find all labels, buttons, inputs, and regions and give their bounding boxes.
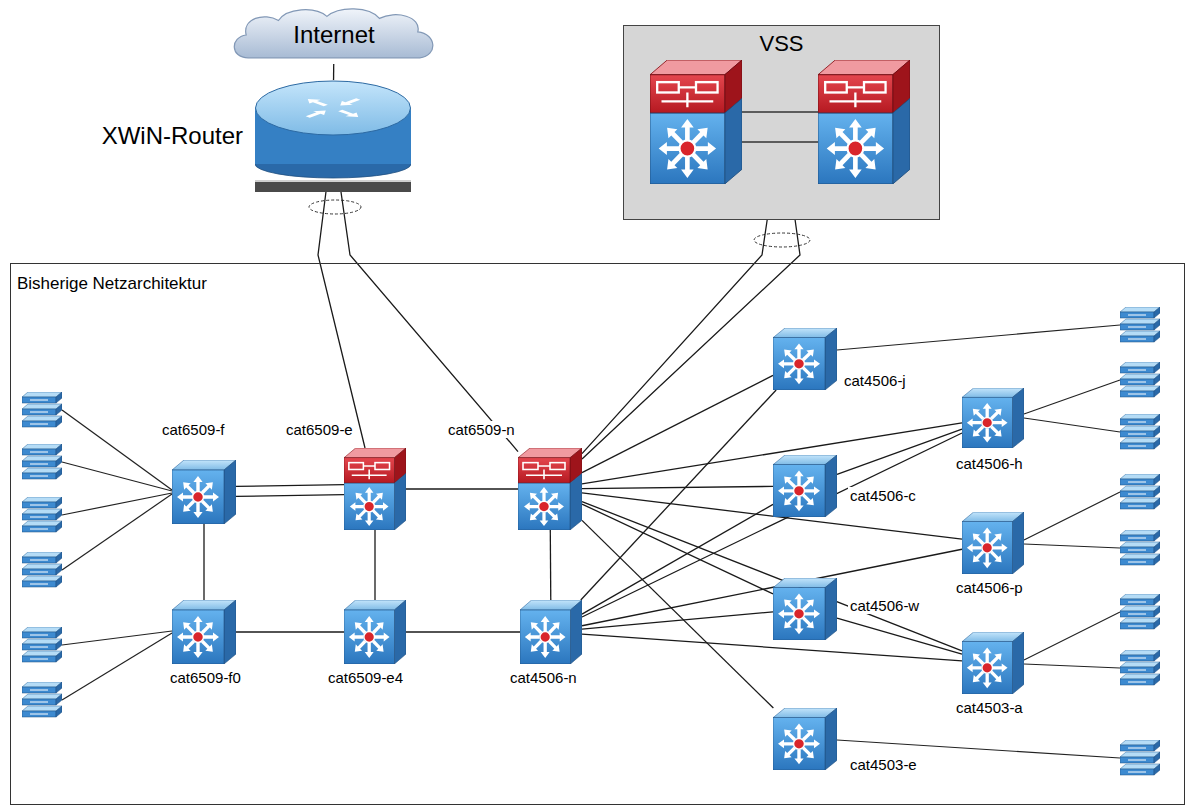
switch-icon: [962, 388, 1024, 448]
switch-icon: [962, 632, 1024, 694]
switch-node: cat6509-f0: [172, 600, 236, 664]
link-line: [550, 530, 552, 600]
icon-graphic: [773, 455, 837, 517]
link-line: [837, 618, 962, 654]
switch-label: cat6509-e4: [326, 669, 405, 686]
switch-icon: [520, 600, 582, 664]
link-line: [236, 485, 344, 487]
switch-node: cat4506-n: [520, 600, 582, 664]
link-line: [582, 433, 962, 617]
switch-icon: [344, 600, 406, 664]
switch-label: cat6509-n: [446, 421, 517, 438]
switch-node: cat4506-c: [773, 455, 837, 517]
switch-icon: [518, 448, 582, 530]
switch-node: cat6509-n: [518, 448, 582, 530]
cloud-node: Internet: [228, 6, 440, 64]
vss-link: [742, 111, 818, 112]
switch-node: cat4506-h: [962, 388, 1024, 448]
switch-label: cat4506-j: [842, 372, 908, 389]
vss-switch: [818, 60, 910, 184]
switch-icon: [172, 460, 236, 524]
switch-label: cat4503-a: [954, 699, 1025, 716]
access-switches: [22, 307, 1160, 775]
icon-graphic: [773, 708, 837, 770]
switch-node: cat6509-f: [172, 460, 236, 524]
switch-icon: [773, 578, 837, 640]
icon-graphic: [255, 81, 411, 192]
icon-graphic: [962, 512, 1024, 574]
icon-graphic: [518, 448, 582, 530]
link-line: [341, 192, 518, 452]
link-line: [582, 549, 962, 626]
switch-label: cat6509-e: [284, 421, 355, 438]
vss-panel-fill: [623, 25, 940, 220]
icon-graphic: [172, 460, 236, 524]
port-channel-ring: [754, 233, 810, 247]
vss-link: [742, 141, 818, 142]
link-line: [236, 631, 344, 632]
link-line: [406, 631, 520, 632]
icon-graphic: [773, 328, 837, 390]
link-line: [582, 220, 800, 459]
switch-label: cat4506-w: [848, 597, 921, 614]
switch-node: cat6509-e: [344, 448, 406, 530]
link-line: [582, 220, 767, 454]
switch-label: cat4506-n: [508, 669, 579, 686]
switch-node: cat4506-w: [773, 578, 837, 640]
icon-graphic: [344, 600, 406, 664]
port-channel-ring: [309, 200, 361, 214]
link-line: [406, 488, 518, 489]
switch-node: cat4506-p: [962, 512, 1024, 574]
switch-node: cat6509-e4: [344, 600, 406, 664]
switch-node: cat4506-j: [773, 328, 837, 390]
link-line: [582, 423, 962, 484]
link-line: [582, 486, 773, 488]
switch-label: cat6509-f: [160, 421, 227, 438]
switch-label: cat4506-p: [954, 579, 1025, 596]
switch-label: cat6509-f0: [168, 669, 243, 686]
icon-graphic: [344, 448, 406, 530]
link-line: [837, 429, 962, 474]
icon-graphic: [962, 388, 1024, 448]
panel-title: VSS: [759, 31, 803, 56]
switch-icon: [962, 512, 1024, 574]
router-label: XWiN-Router: [100, 122, 245, 150]
switch-label: cat4506-h: [954, 455, 1025, 472]
link-line: [333, 64, 334, 80]
link-line: [581, 390, 776, 600]
icon-graphic: [773, 578, 837, 640]
link-line: [203, 524, 204, 600]
switch-icon: [172, 600, 236, 664]
switch-label: cat4503-e: [848, 756, 919, 773]
vss-panel: VSS: [623, 25, 940, 220]
access-wires: [62, 325, 1120, 758]
switch-icon: [773, 328, 837, 390]
switch-node: cat4503-a: [962, 632, 1024, 694]
switch-icon: [773, 455, 837, 517]
icon-graphic: [962, 632, 1024, 694]
router-node: XWiN-Router: [255, 80, 411, 192]
cloud-label: Internet: [293, 21, 374, 49]
link-line: [582, 504, 773, 614]
area-title: Bisherige Netzarchitektur: [17, 274, 1178, 294]
icon-graphic: [234, 9, 433, 58]
network-area: Bisherige Netzarchitektur cat4506-j cat650…: [10, 263, 1185, 805]
vss-switch: [650, 60, 742, 184]
switch-node: cat4503-e: [773, 708, 837, 770]
link-line: [318, 192, 365, 448]
switch-icon: [344, 448, 406, 530]
icon-graphic: [172, 600, 236, 664]
icon-graphic: [520, 600, 582, 664]
link-line: [582, 520, 773, 708]
switch-label: cat4506-c: [848, 487, 918, 504]
router-icon: [255, 80, 411, 192]
link-line: [236, 495, 344, 497]
switch-icon: [773, 708, 837, 770]
link-line: [374, 530, 375, 600]
